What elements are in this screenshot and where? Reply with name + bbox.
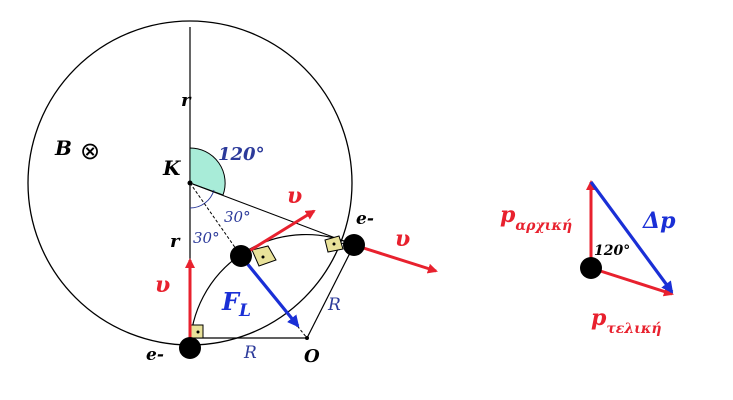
momentum-origin-dot <box>580 257 602 279</box>
electron-end <box>343 234 365 256</box>
electron-end-label: e- <box>356 209 374 229</box>
velocity-end-label: υ <box>395 226 410 252</box>
angle-120-label: 120° <box>218 144 265 165</box>
lorentz-force-arrow <box>239 254 300 328</box>
field-into-page-icon: ⊗ <box>80 137 100 165</box>
angle-30-label-a: 30° <box>224 208 251 226</box>
point-O <box>305 336 309 340</box>
center-label: K <box>162 156 182 180</box>
electron-mid <box>230 245 252 267</box>
angle-arc-30 <box>189 189 215 209</box>
angle-30-label-b: 30° <box>193 229 220 247</box>
delta-p-arrow <box>589 181 674 294</box>
radius-mid-label: r <box>170 231 181 252</box>
velocity-end-arrow <box>353 243 438 274</box>
right-angle-mid-dot <box>261 255 265 259</box>
right-angle-end-dot <box>332 242 336 246</box>
p-final-label: pτελική <box>591 305 662 337</box>
electron-start-label: e- <box>146 345 164 365</box>
electron-start <box>179 337 201 359</box>
p-initial-label: pαρχική <box>500 202 572 234</box>
delta-p-label: Δp <box>642 208 676 234</box>
segment-end-O <box>306 244 355 339</box>
velocity-mid-arrow <box>240 209 316 258</box>
vector-angle-label: 120° <box>594 243 630 259</box>
radius-top-label: r <box>181 90 192 111</box>
center-K-point <box>187 180 193 186</box>
field-label: B <box>54 136 72 160</box>
radius-K-to-end <box>189 182 355 246</box>
R-right-label: R <box>327 295 341 315</box>
angle-sector-120 <box>189 147 226 196</box>
origin-label: O <box>304 346 320 367</box>
lorentz-force-label: FL <box>221 287 251 321</box>
velocity-start-label: υ <box>155 272 170 298</box>
right-angle-start-dot <box>196 330 200 334</box>
R-bottom-label: R <box>243 343 257 363</box>
velocity-mid-label: υ <box>287 183 302 209</box>
p-final-arrow <box>590 266 674 297</box>
right-angle-start <box>189 324 204 339</box>
